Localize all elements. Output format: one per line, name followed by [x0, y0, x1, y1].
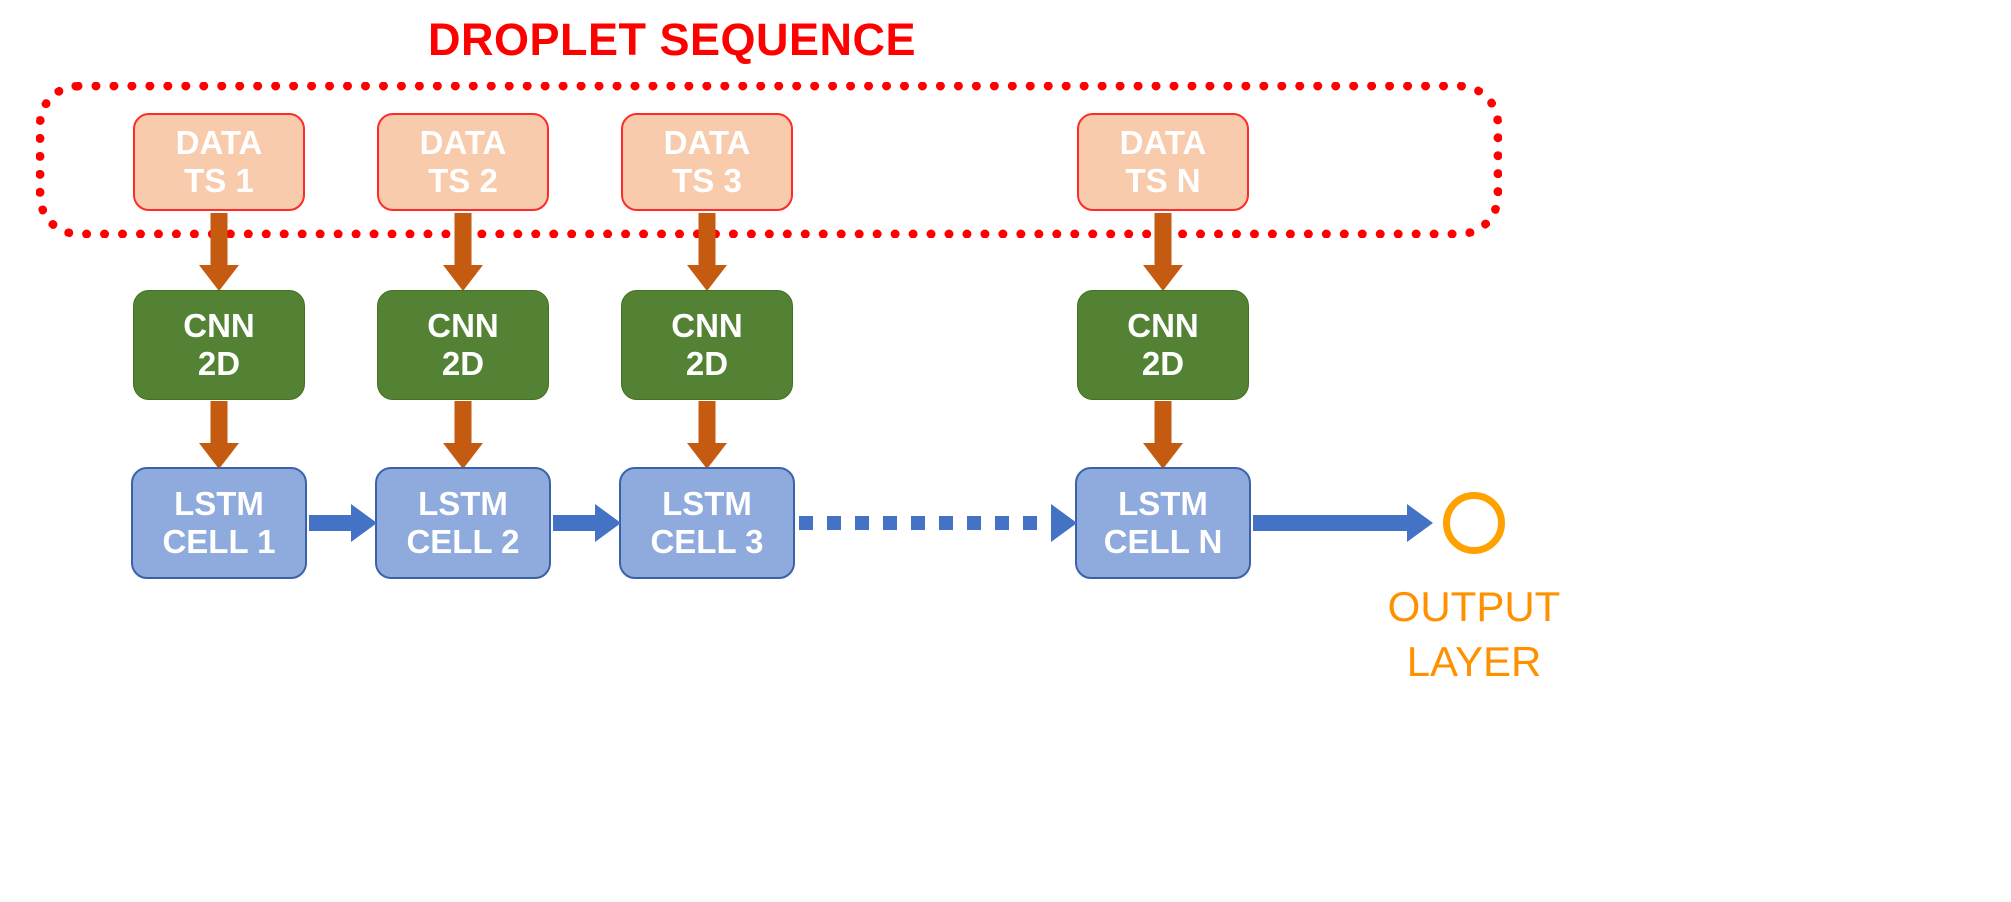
data-node-n-line1: DATA [1119, 123, 1207, 161]
arrow-cnn1-to-lstm1 [199, 401, 239, 469]
cnn-node-n-line1: CNN [1127, 306, 1199, 344]
lstm-node-n-line1: LSTM [1118, 484, 1208, 522]
arrow-cnn2-to-lstm2 [443, 401, 483, 469]
output-layer-label-line2: LAYER [1406, 637, 1542, 685]
arrow-cnn3-to-lstm3 [687, 401, 727, 469]
lstm-node-3[interactable]: LSTM CELL 3 [619, 467, 795, 579]
data-node-1[interactable]: DATA TS 1 [133, 113, 305, 211]
lstm-node-2-line1: LSTM [418, 484, 508, 522]
data-node-n[interactable]: DATA TS N [1077, 113, 1249, 211]
arrow-datan-to-cnnn [1143, 213, 1183, 291]
cnn-node-2[interactable]: CNN 2D [377, 290, 549, 400]
lstm-node-n[interactable]: LSTM CELL N [1075, 467, 1251, 579]
cnn-node-n-line2: 2D [1141, 344, 1185, 382]
arrow-data1-to-cnn1 [199, 213, 239, 291]
lstm-node-3-line2: CELL 3 [650, 522, 764, 560]
cnn-node-1-line1: CNN [183, 306, 255, 344]
output-layer-circle-icon[interactable] [1443, 492, 1505, 554]
cnn-node-2-line1: CNN [427, 306, 499, 344]
lstm-node-1[interactable]: LSTM CELL 1 [131, 467, 307, 579]
arrow-cnnn-to-lstmn [1143, 401, 1183, 469]
droplet-sequence-group-outline [36, 82, 1502, 238]
lstm-node-n-line2: CELL N [1103, 522, 1223, 560]
arrow-data3-to-cnn3 [687, 213, 727, 291]
cnn-node-3-line2: 2D [685, 344, 729, 382]
data-node-2[interactable]: DATA TS 2 [377, 113, 549, 211]
output-layer-label-line1: OUTPUT [1387, 583, 1561, 630]
arrow-lstm2-to-lstm3 [553, 504, 621, 542]
arrow-lstm1-to-lstm2 [309, 504, 377, 542]
output-layer-label: OUTPUT LAYER [1344, 580, 1604, 689]
data-node-n-line2: TS N [1125, 161, 1201, 199]
lstm-node-1-line2: CELL 1 [162, 522, 276, 560]
lstm-node-1-line1: LSTM [174, 484, 264, 522]
cnn-node-2-line2: 2D [441, 344, 485, 382]
cnn-node-n[interactable]: CNN 2D [1077, 290, 1249, 400]
data-node-2-line2: TS 2 [428, 161, 498, 199]
lstm-node-2-line2: CELL 2 [406, 522, 520, 560]
cnn-node-1-line2: 2D [197, 344, 241, 382]
cnn-node-3[interactable]: CNN 2D [621, 290, 793, 400]
cnn-node-1[interactable]: CNN 2D [133, 290, 305, 400]
data-node-2-line1: DATA [419, 123, 507, 161]
data-node-3-line1: DATA [663, 123, 751, 161]
arrow-lstm3-to-lstmn-dotted [799, 504, 1077, 542]
arrow-lstmn-to-output [1253, 504, 1433, 542]
data-node-1-line1: DATA [175, 123, 263, 161]
data-node-3[interactable]: DATA TS 3 [621, 113, 793, 211]
cnn-node-3-line1: CNN [671, 306, 743, 344]
lstm-node-3-line1: LSTM [662, 484, 752, 522]
page-title: DROPLET SEQUENCE [427, 14, 917, 65]
data-node-1-line2: TS 1 [184, 161, 254, 199]
lstm-node-2[interactable]: LSTM CELL 2 [375, 467, 551, 579]
arrow-data2-to-cnn2 [443, 213, 483, 291]
data-node-3-line2: TS 3 [672, 161, 742, 199]
